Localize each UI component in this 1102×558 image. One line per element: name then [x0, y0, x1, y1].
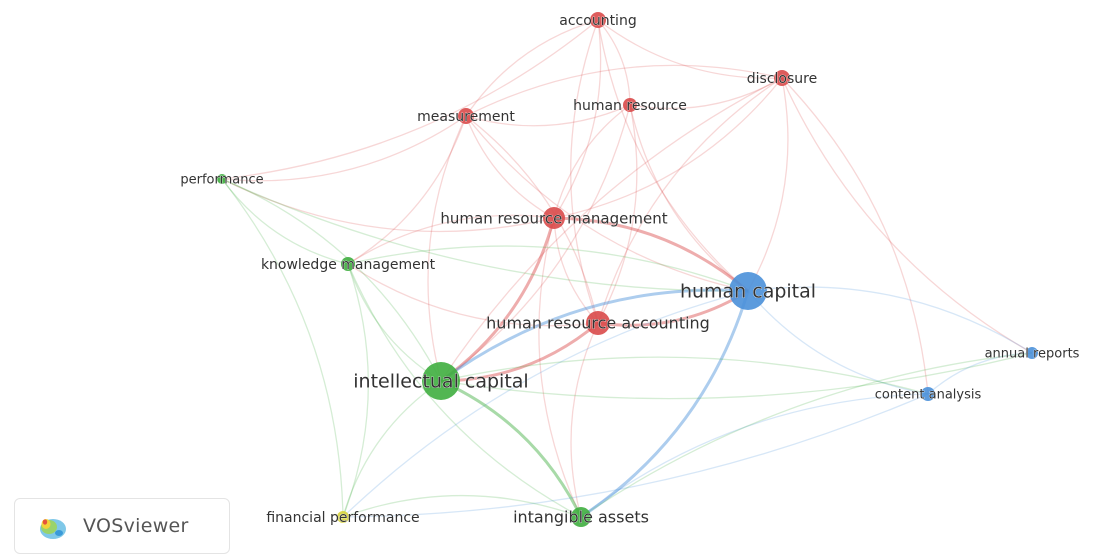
label-content-analysis[interactable]: content analysis	[874, 387, 982, 403]
label-accounting[interactable]: accounting	[559, 13, 637, 30]
link-knowledge-management-intangible-assets	[347, 263, 582, 518]
brand-name: VOSviewer	[83, 515, 189, 537]
link-human-capital-intangible-assets	[580, 290, 750, 519]
link-intangible-assets-annual-reports	[580, 352, 1033, 518]
label-human-capital[interactable]: human capital	[680, 280, 817, 303]
link-measurement-hrm	[465, 115, 555, 219]
link-accounting-hrm	[553, 19, 602, 219]
label-hrm[interactable]: human resource management	[440, 209, 668, 228]
link-accounting-performance	[221, 19, 599, 180]
link-disclosure-annual-reports	[781, 77, 1033, 354]
label-financial-performance[interactable]: financial performance	[266, 510, 420, 527]
link-performance-financial-performance	[221, 178, 344, 518]
link-hra-knowledge-management	[347, 263, 599, 327]
link-disclosure-hrm	[553, 77, 783, 219]
link-accounting-disclosure	[597, 19, 783, 79]
network-links	[221, 19, 1033, 519]
link-intangible-assets-financial-performance	[342, 494, 582, 518]
link-intellectual-capital-content-analysis	[440, 356, 929, 395]
label-hra[interactable]: human resource accounting	[486, 313, 710, 333]
link-disclosure-intellectual-capital	[440, 77, 783, 382]
link-measurement-performance	[221, 115, 467, 182]
label-annual-reports[interactable]: annual reports	[984, 346, 1080, 362]
link-disclosure-measurement	[465, 64, 783, 117]
link-knowledge-management-intellectual-capital	[347, 263, 442, 382]
link-accounting-human-resource	[597, 19, 631, 106]
link-human-capital-content-analysis	[747, 290, 929, 395]
label-intellectual-capital[interactable]: intellectual capital	[353, 370, 529, 393]
link-intellectual-capital-annual-reports	[440, 352, 1033, 400]
link-hrm-performance	[221, 178, 555, 233]
link-content-analysis-annual-reports	[927, 352, 1033, 395]
link-measurement-intellectual-capital	[427, 115, 467, 382]
link-human-resource-measurement	[465, 104, 631, 127]
link-human-resource-hrm	[553, 104, 631, 219]
link-disclosure-human-capital	[747, 77, 789, 292]
link-hra-intangible-assets	[570, 322, 599, 518]
link-hrm-intangible-assets	[538, 217, 582, 518]
vosviewer-logo: VOSviewer	[14, 498, 230, 554]
link-disclosure-human-resource	[629, 77, 783, 110]
link-measurement-knowledge-management	[347, 115, 467, 265]
node-knowledge-management[interactable]	[341, 257, 355, 271]
node-financial-performance[interactable]	[337, 511, 349, 523]
link-disclosure-content-analysis	[781, 77, 929, 395]
label-disclosure[interactable]: disclosure	[746, 71, 817, 88]
link-accounting-measurement	[465, 19, 599, 117]
link-intellectual-capital-intangible-assets	[440, 379, 583, 518]
link-human-capital-annual-reports	[747, 286, 1033, 354]
link-knowledge-management-financial-performance	[342, 263, 369, 518]
link-performance-human-capital	[221, 178, 749, 292]
link-human-resource-intellectual-capital	[440, 104, 631, 382]
network-nodes	[217, 12, 1038, 527]
link-accounting-human-capital	[597, 19, 749, 292]
node-annual-reports[interactable]	[1026, 347, 1038, 359]
network-labels: accounting disclosure human resource measur…	[180, 13, 1080, 527]
node-human-resource[interactable]	[623, 98, 637, 112]
node-intangible-assets[interactable]	[571, 507, 591, 527]
link-performance-intellectual-capital	[221, 178, 442, 382]
node-disclosure[interactable]	[774, 70, 790, 86]
link-content-analysis-intangible-assets	[580, 393, 929, 518]
node-measurement[interactable]	[458, 108, 474, 124]
link-hrm-knowledge-management	[347, 214, 555, 265]
link-performance-knowledge-management	[221, 178, 349, 265]
link-hra-intellectual-capital	[440, 321, 599, 383]
node-hrm[interactable]	[543, 207, 565, 229]
link-hrm-hra	[553, 217, 599, 324]
vosviewer-logo-icon	[40, 519, 66, 539]
link-hrm-human-capital	[553, 216, 749, 293]
link-disclosure-hra	[597, 77, 783, 324]
link-human-capital-intellectual-capital	[440, 288, 749, 383]
link-human-resource-human-capital	[629, 104, 749, 292]
node-performance[interactable]	[217, 174, 227, 184]
link-measurement-human-capital	[465, 115, 749, 292]
link-knowledge-management-human-capital	[347, 245, 749, 292]
link-accounting-hra	[570, 19, 599, 324]
link-human-resource-hra	[597, 104, 638, 324]
label-performance[interactable]: performance	[180, 172, 264, 188]
node-hra[interactable]	[586, 311, 610, 335]
label-human-resource[interactable]: human resource	[573, 98, 687, 115]
node-content-analysis[interactable]	[921, 387, 935, 401]
link-content-analysis-financial-performance	[342, 393, 929, 518]
node-accounting[interactable]	[590, 12, 606, 28]
link-human-capital-financial-performance	[342, 290, 749, 518]
label-intangible-assets[interactable]: intangible assets	[513, 507, 649, 527]
link-hrm-intellectual-capital	[440, 217, 556, 383]
node-human-capital[interactable]	[729, 272, 767, 310]
link-intellectual-capital-financial-performance	[342, 380, 442, 518]
label-measurement[interactable]: measurement	[417, 109, 516, 126]
label-knowledge-management[interactable]: knowledge management	[261, 257, 436, 274]
node-intellectual-capital[interactable]	[422, 362, 460, 400]
